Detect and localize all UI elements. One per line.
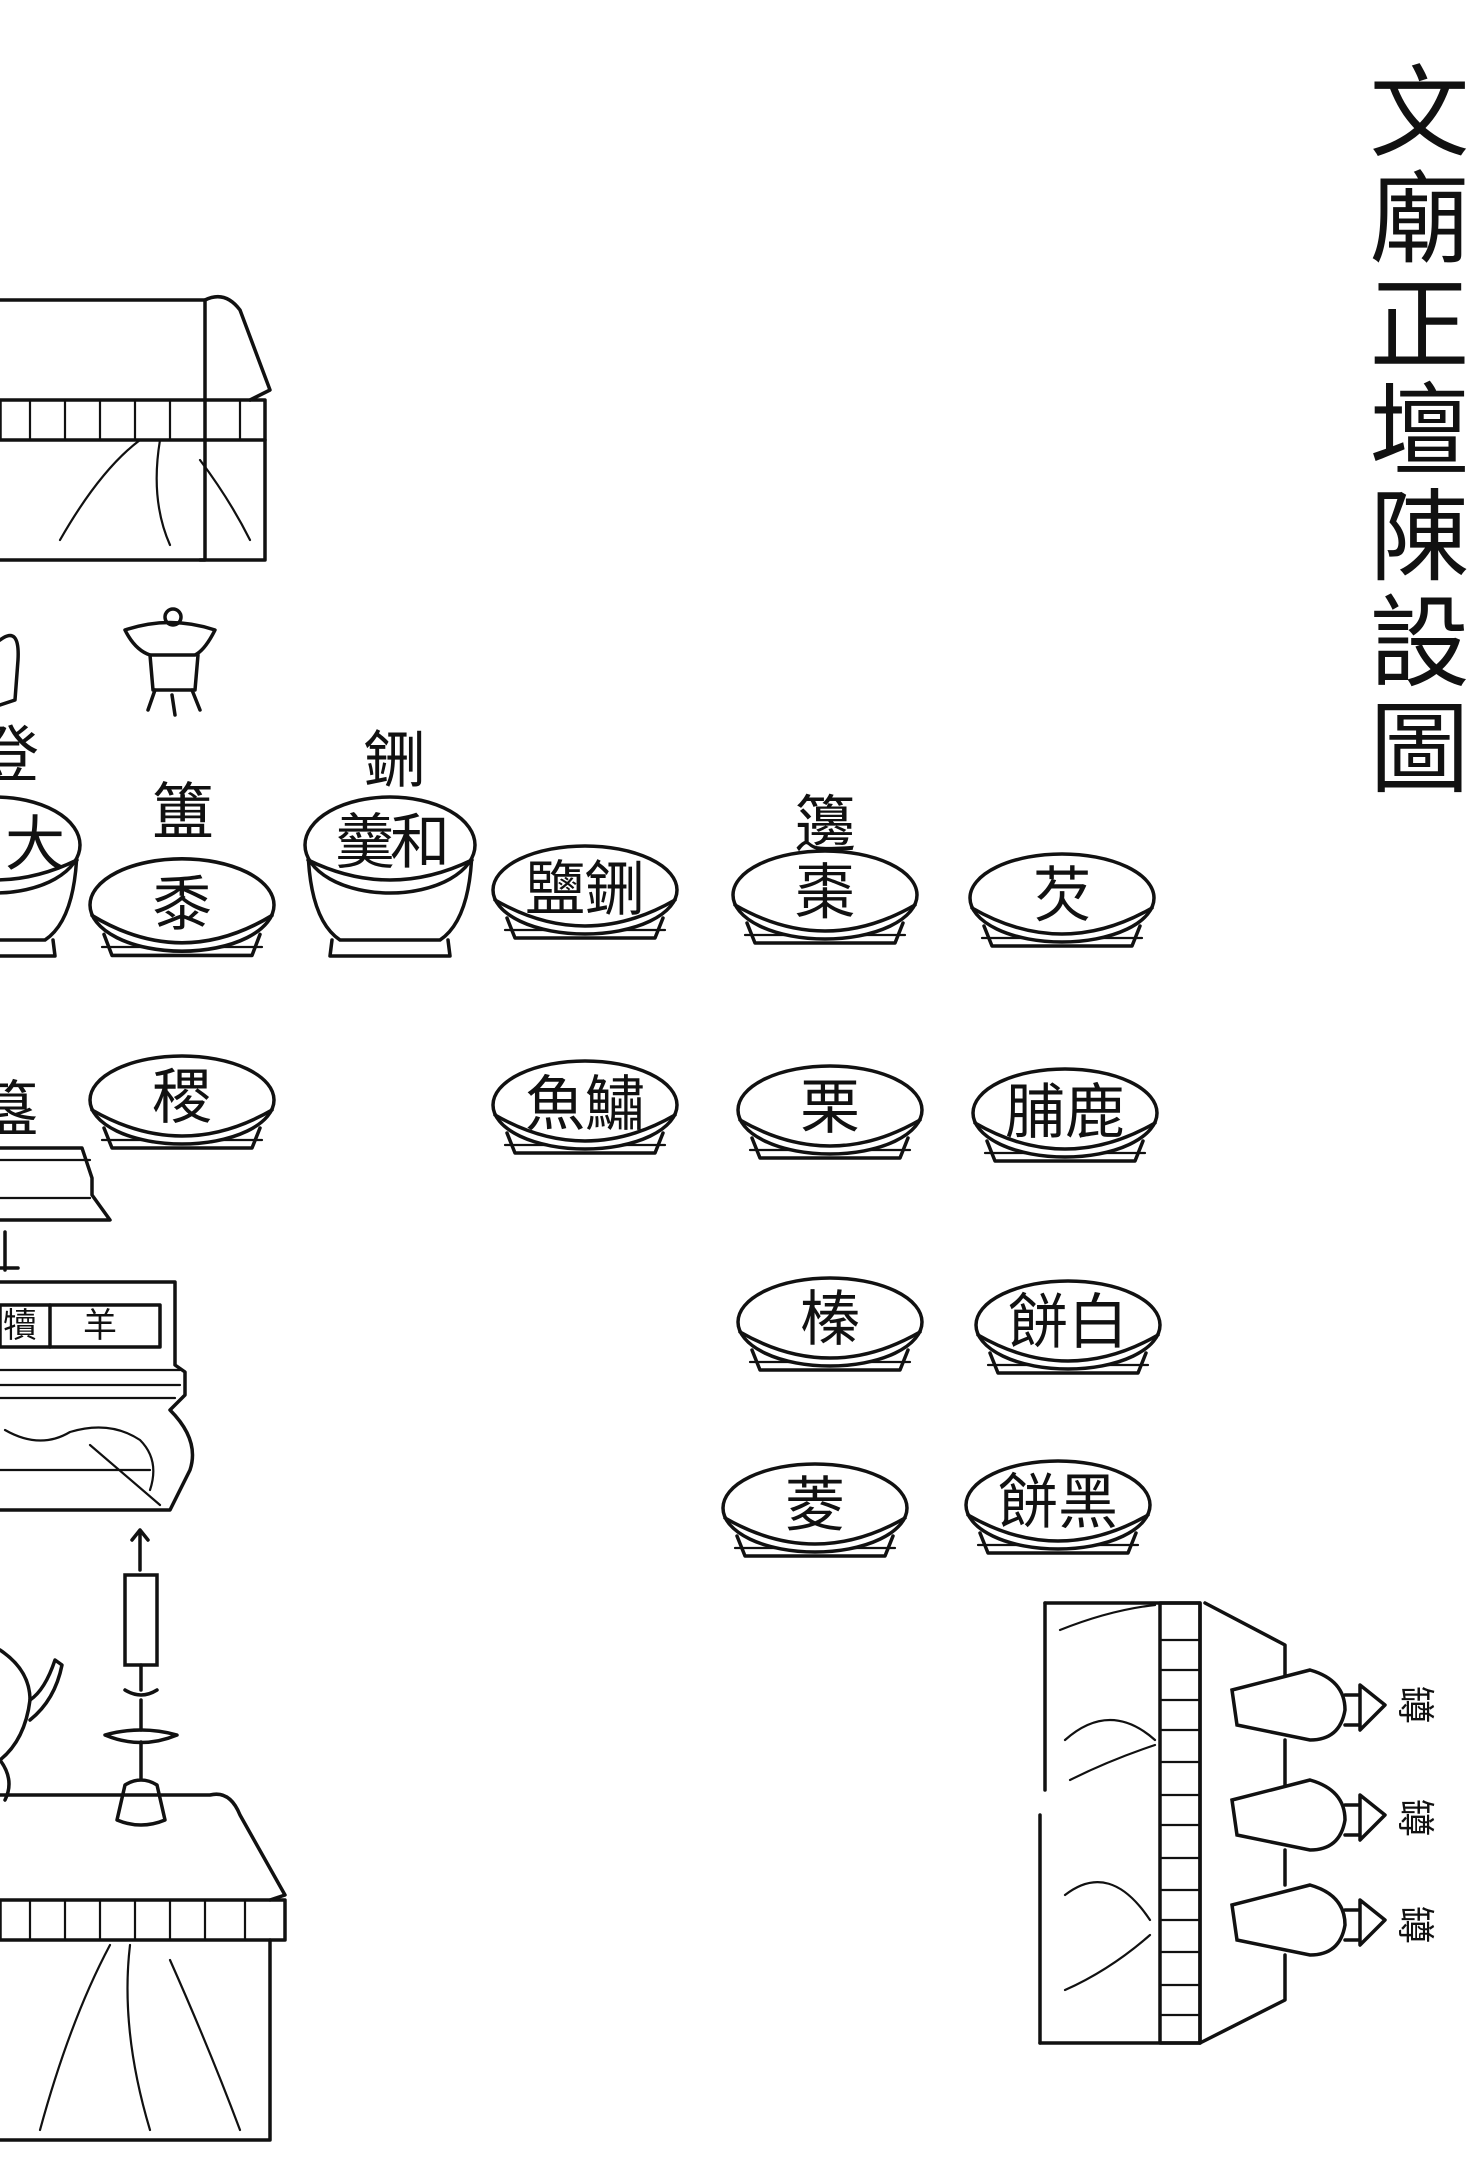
sacrifice-table: 犢 羊 (0, 1280, 195, 1512)
svg-text:黑: 黑 (1058, 1468, 1118, 1538)
dish-qian: 芡 (968, 852, 1156, 948)
label-zun-2: 罇 (1393, 1799, 1437, 1837)
svg-text:餅: 餅 (1008, 1288, 1068, 1358)
dish-xing-yan: 鹽 鉶 (491, 844, 679, 940)
label-deng: 登 (0, 719, 39, 792)
dish-su-yu: 魚 鱐 (491, 1059, 679, 1155)
bottom-left-offering-table (0, 1792, 287, 2142)
dish-ji: 稷 (88, 1054, 276, 1150)
svg-text:黍: 黍 (152, 870, 212, 940)
zun-jar-icon (1230, 1778, 1387, 1852)
zun-jar-icon (1230, 1668, 1387, 1742)
dish-zhen: 榛 (736, 1276, 924, 1372)
svg-text:魚: 魚 (525, 1070, 585, 1140)
dish-bai-bing: 餅 白 (974, 1279, 1162, 1375)
dish-ling: 菱 (721, 1462, 909, 1558)
dish-zao: 棗 (731, 849, 919, 945)
svg-text:和: 和 (390, 808, 450, 878)
label-zun-1: 罇 (1393, 1686, 1437, 1724)
zun-table (1038, 1601, 1287, 2045)
label-fu: 簠 (152, 776, 214, 849)
svg-text:鱐: 鱐 (585, 1070, 645, 1140)
dish-hei-bing: 餅 黑 (964, 1459, 1152, 1555)
label-gui: 簋 (0, 1074, 39, 1147)
label-sheep: 羊 (83, 1306, 117, 1346)
svg-text:棗: 棗 (795, 858, 855, 928)
label-calf: 犢 (3, 1306, 37, 1346)
gui-stand (0, 1146, 112, 1272)
svg-text:羹: 羹 (335, 808, 395, 878)
label-zun-3: 罇 (1393, 1906, 1437, 1944)
label-xing: 鉶 (364, 724, 426, 797)
svg-text:栗: 栗 (800, 1073, 860, 1143)
jue-vessel-icon (123, 607, 217, 717)
top-left-offering-table (0, 294, 272, 562)
svg-text:榛: 榛 (800, 1285, 860, 1355)
svg-text:大: 大 (5, 810, 65, 880)
dish-lu-fu: 脯 鹿 (971, 1067, 1159, 1163)
svg-text:脯: 脯 (1005, 1078, 1065, 1148)
svg-text:鹽: 鹽 (525, 855, 585, 925)
svg-text:稷: 稷 (152, 1063, 212, 1133)
dish-shu: 黍 (88, 856, 276, 958)
candlestick-icon (103, 1528, 179, 1827)
teapot-icon (0, 1648, 64, 1802)
zun-jar-icon (1230, 1883, 1387, 1957)
dish-da-geng: 大 (0, 795, 82, 958)
svg-text:鹿: 鹿 (1065, 1078, 1125, 1148)
jue-vessel-icon (0, 633, 20, 707)
svg-text:鉶: 鉶 (585, 855, 645, 925)
svg-text:白: 白 (1068, 1288, 1128, 1358)
dish-li: 栗 (736, 1064, 924, 1160)
svg-text:菱: 菱 (785, 1471, 845, 1541)
svg-text:餅: 餅 (998, 1468, 1058, 1538)
page-title: 文廟正壇陳設圖 (1352, 60, 1469, 802)
svg-text:芡: 芡 (1032, 861, 1092, 931)
dish-he-geng: 羹 和 (303, 795, 477, 958)
